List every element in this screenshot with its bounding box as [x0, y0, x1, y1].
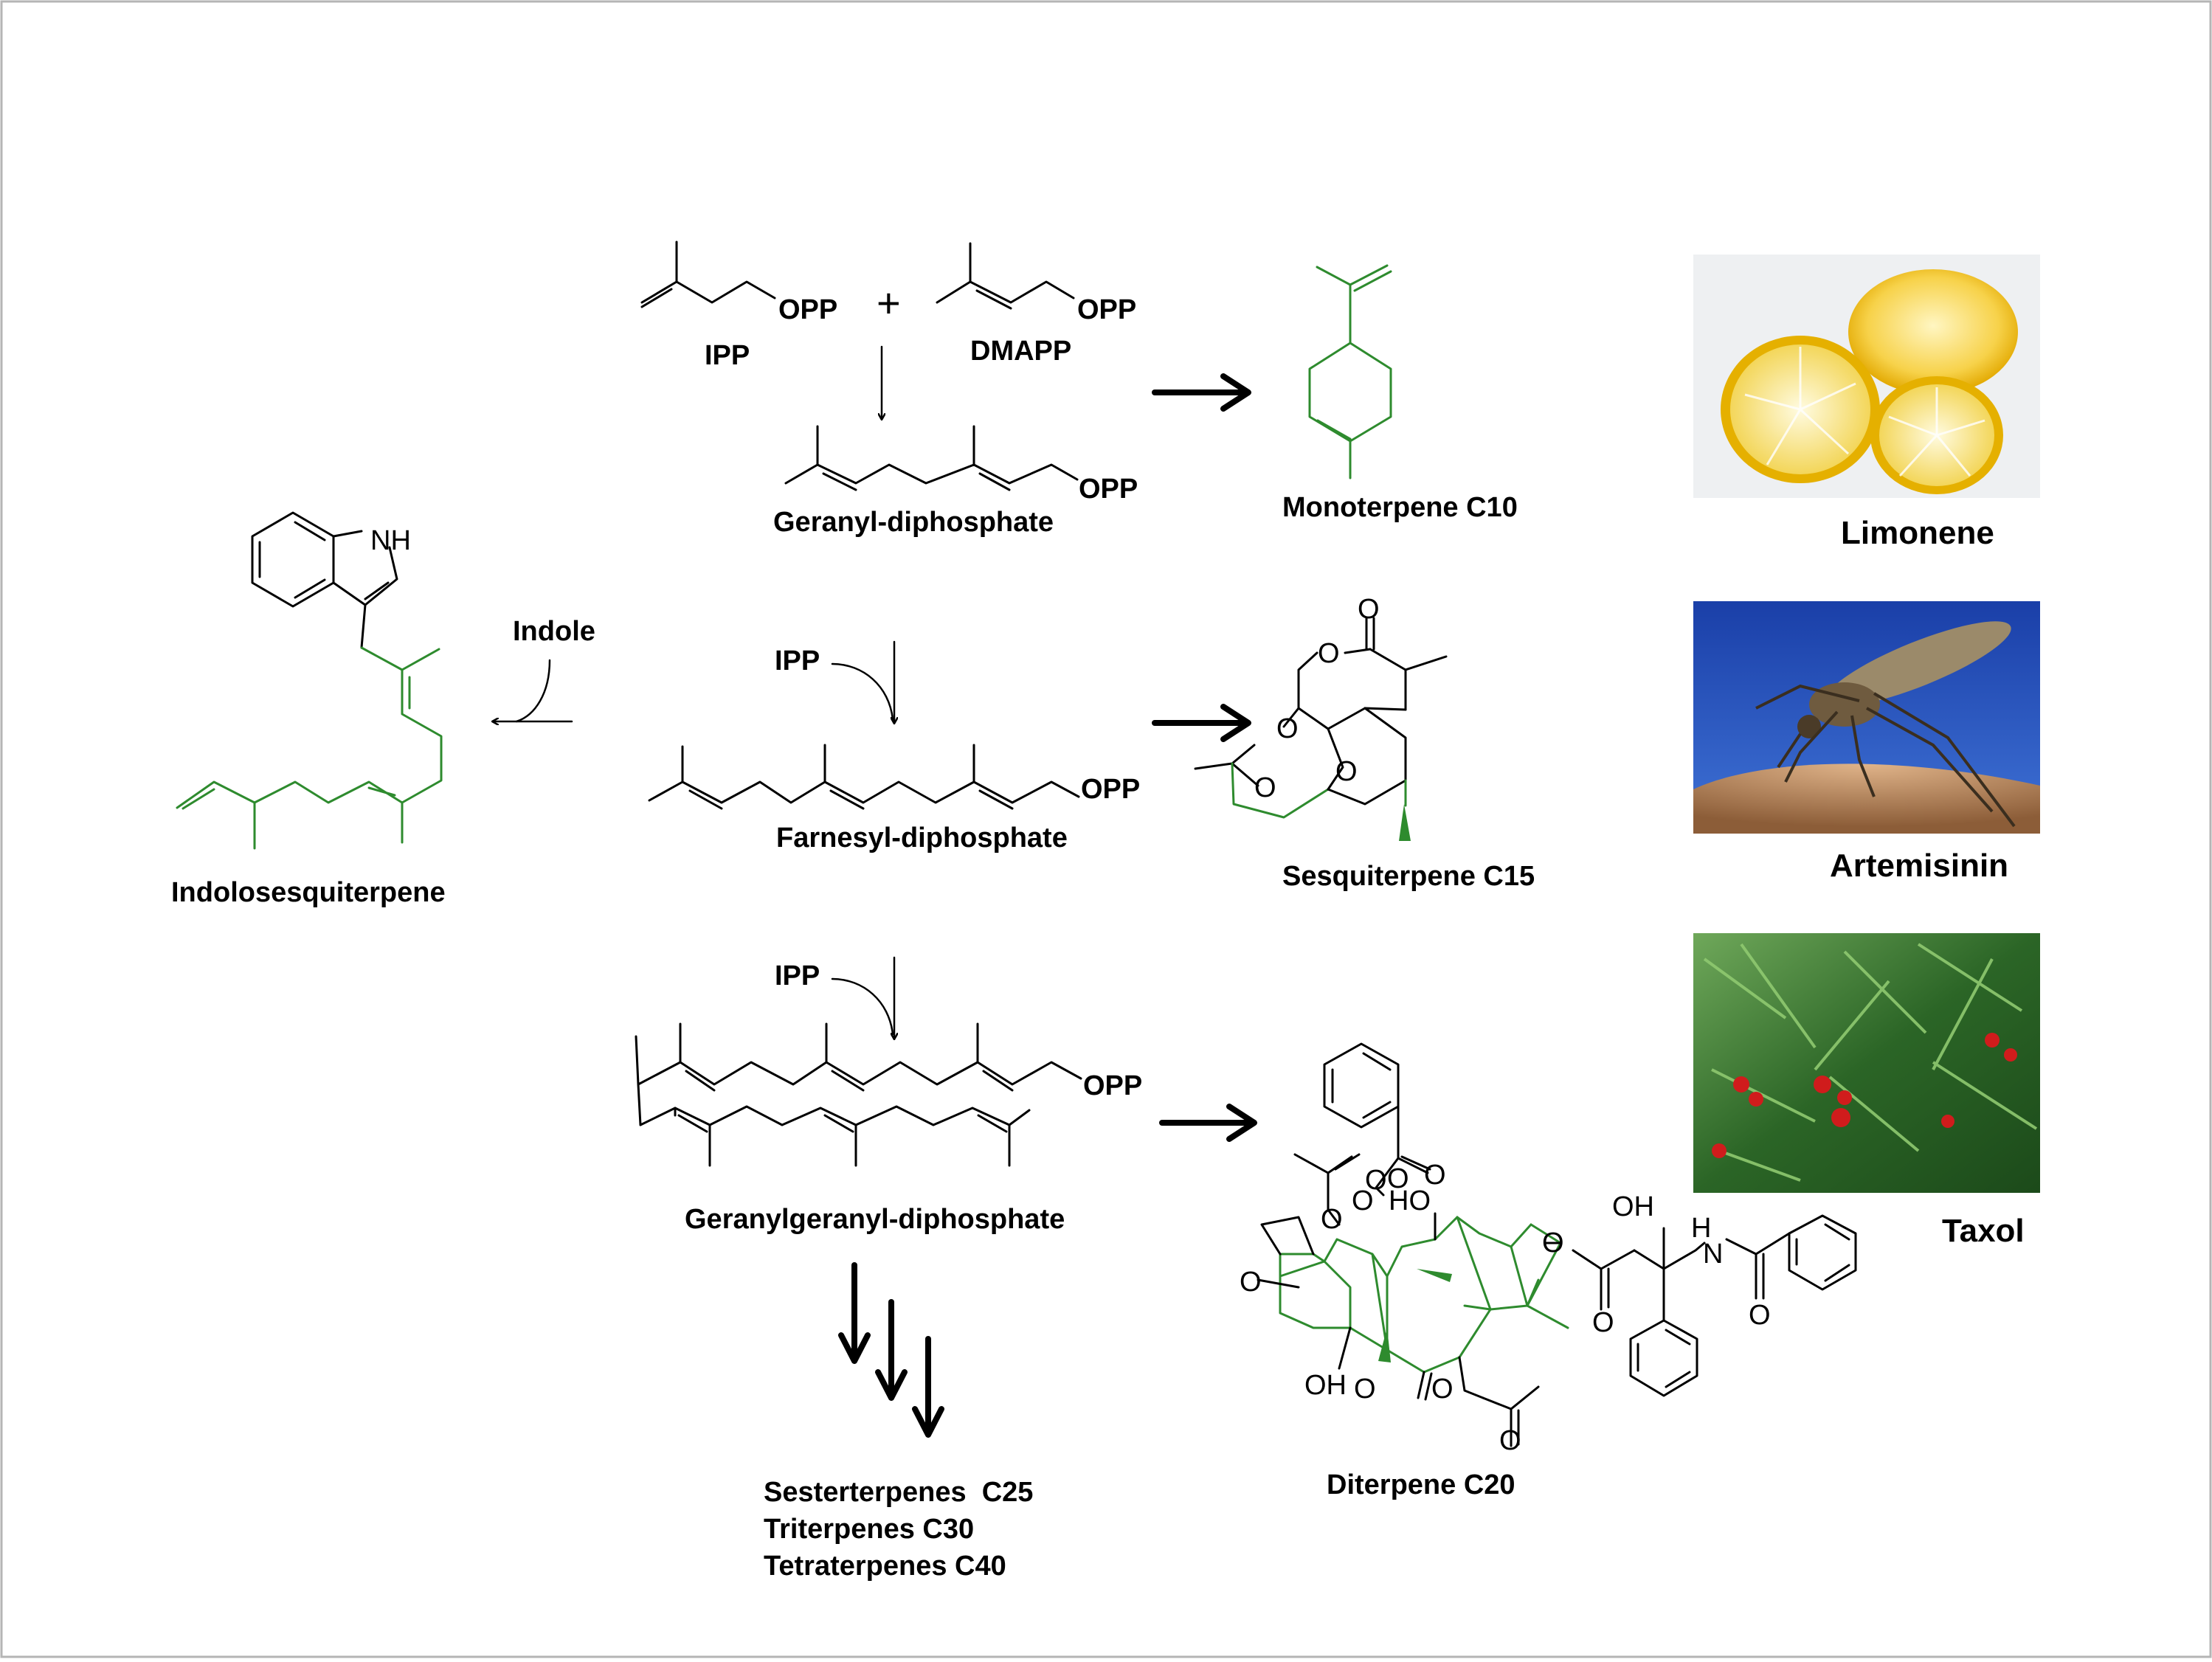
diterpene-label: Diterpene C20 [1327, 1469, 1515, 1500]
ipp-farnesyl-label: IPP [775, 645, 820, 676]
taxol-o-acetyl-carbonyl: O [1352, 1185, 1374, 1216]
monoterpene-structure [1308, 264, 1392, 479]
indole-label: Indole [513, 616, 595, 647]
taxol-o-benzoyl: O [1387, 1163, 1409, 1194]
taxol-n-label: N [1703, 1239, 1723, 1270]
taxol-photo [1693, 933, 2040, 1193]
taxol-o-sidechain-carbonyl: O [1592, 1307, 1614, 1338]
taxol-o-bottom-ester: O [1431, 1374, 1454, 1405]
sesquiterpene-label: Sesquiterpene C15 [1282, 861, 1535, 892]
taxol-o-sidechain: O [1542, 1228, 1564, 1258]
geranyl-diphosphate-structure [784, 425, 1079, 491]
dmapp-label: DMAPP [970, 336, 1071, 367]
farnesyl-label: Farnesyl-diphosphate [776, 823, 1068, 853]
taxol-o-acetate: O [1321, 1204, 1343, 1235]
taxol-h-label: H [1691, 1213, 1711, 1244]
ipp-opp-label: OPP [778, 294, 837, 325]
farnesyl-opp-label: OPP [1081, 774, 1140, 805]
geranyl-opp-label: OPP [1079, 474, 1138, 505]
indolosesquiterpene-label: Indolosesquiterpene [171, 877, 446, 908]
indole-nh-label: NH [370, 525, 411, 556]
taxol-o-oxetane: O [1240, 1267, 1262, 1298]
ipp-structure [640, 240, 776, 308]
taxol-oh-bottom: OH [1304, 1370, 1347, 1401]
limonene-label: Limonene [1841, 515, 1994, 551]
monoterpene-label: Monoterpene C10 [1282, 492, 1518, 523]
geranylgeranyl-opp-label: OPP [1083, 1070, 1142, 1101]
taxol-o-amide: O [1749, 1300, 1771, 1331]
tetraterpenes-label: Tetraterpenes C40 [764, 1551, 1006, 1582]
dmapp-structure [936, 242, 1075, 310]
sesquiterpene-structure [1194, 617, 1448, 841]
ipp-label: IPP [705, 340, 750, 371]
dmapp-opp-label: OPP [1077, 294, 1136, 325]
sesterterpenes-label: Sesterterpenes C25 [764, 1477, 1033, 1508]
artemisinin-o-1: O [1276, 713, 1299, 744]
limonene-photo [1693, 255, 2040, 498]
triterpenes-label: Triterpenes C30 [764, 1514, 974, 1545]
taxol-structure [1257, 1042, 1857, 1447]
taxol-ho-label: HO [1389, 1185, 1431, 1216]
taxol-o-benzoyl-2: O [1424, 1160, 1446, 1191]
taxol-oh-sidechain: OH [1612, 1191, 1654, 1222]
artemisinin-ring-o: O [1318, 638, 1340, 669]
artemisinin-photo [1693, 601, 2040, 834]
indole-ring [251, 511, 398, 649]
plus-sign: + [877, 280, 901, 326]
artemisinin-o-2: O [1254, 772, 1276, 803]
artemisinin-label: Artemisinin [1830, 848, 2008, 884]
taxol-o-ester: O [1365, 1165, 1387, 1196]
taxol-o-bottom-acetyl: O [1499, 1425, 1521, 1456]
artemisinin-carbonyl-o: O [1358, 594, 1380, 625]
taxol-label: Taxol [1942, 1213, 2025, 1249]
ipp-gg-label: IPP [775, 960, 820, 991]
taxol-o-ketone: O [1354, 1374, 1376, 1405]
down-arrows-higher-terpenes [838, 1262, 944, 1438]
indolosesquiterpene-chain [176, 646, 443, 850]
artemisinin-o-3: O [1335, 756, 1358, 787]
geranyl-label: Geranyl-diphosphate [773, 507, 1054, 538]
geranylgeranyl-label: Geranylgeranyl-diphosphate [685, 1204, 1065, 1235]
geranylgeranyl-diphosphate-structure [635, 1022, 1082, 1167]
farnesyl-diphosphate-structure [648, 744, 1080, 810]
